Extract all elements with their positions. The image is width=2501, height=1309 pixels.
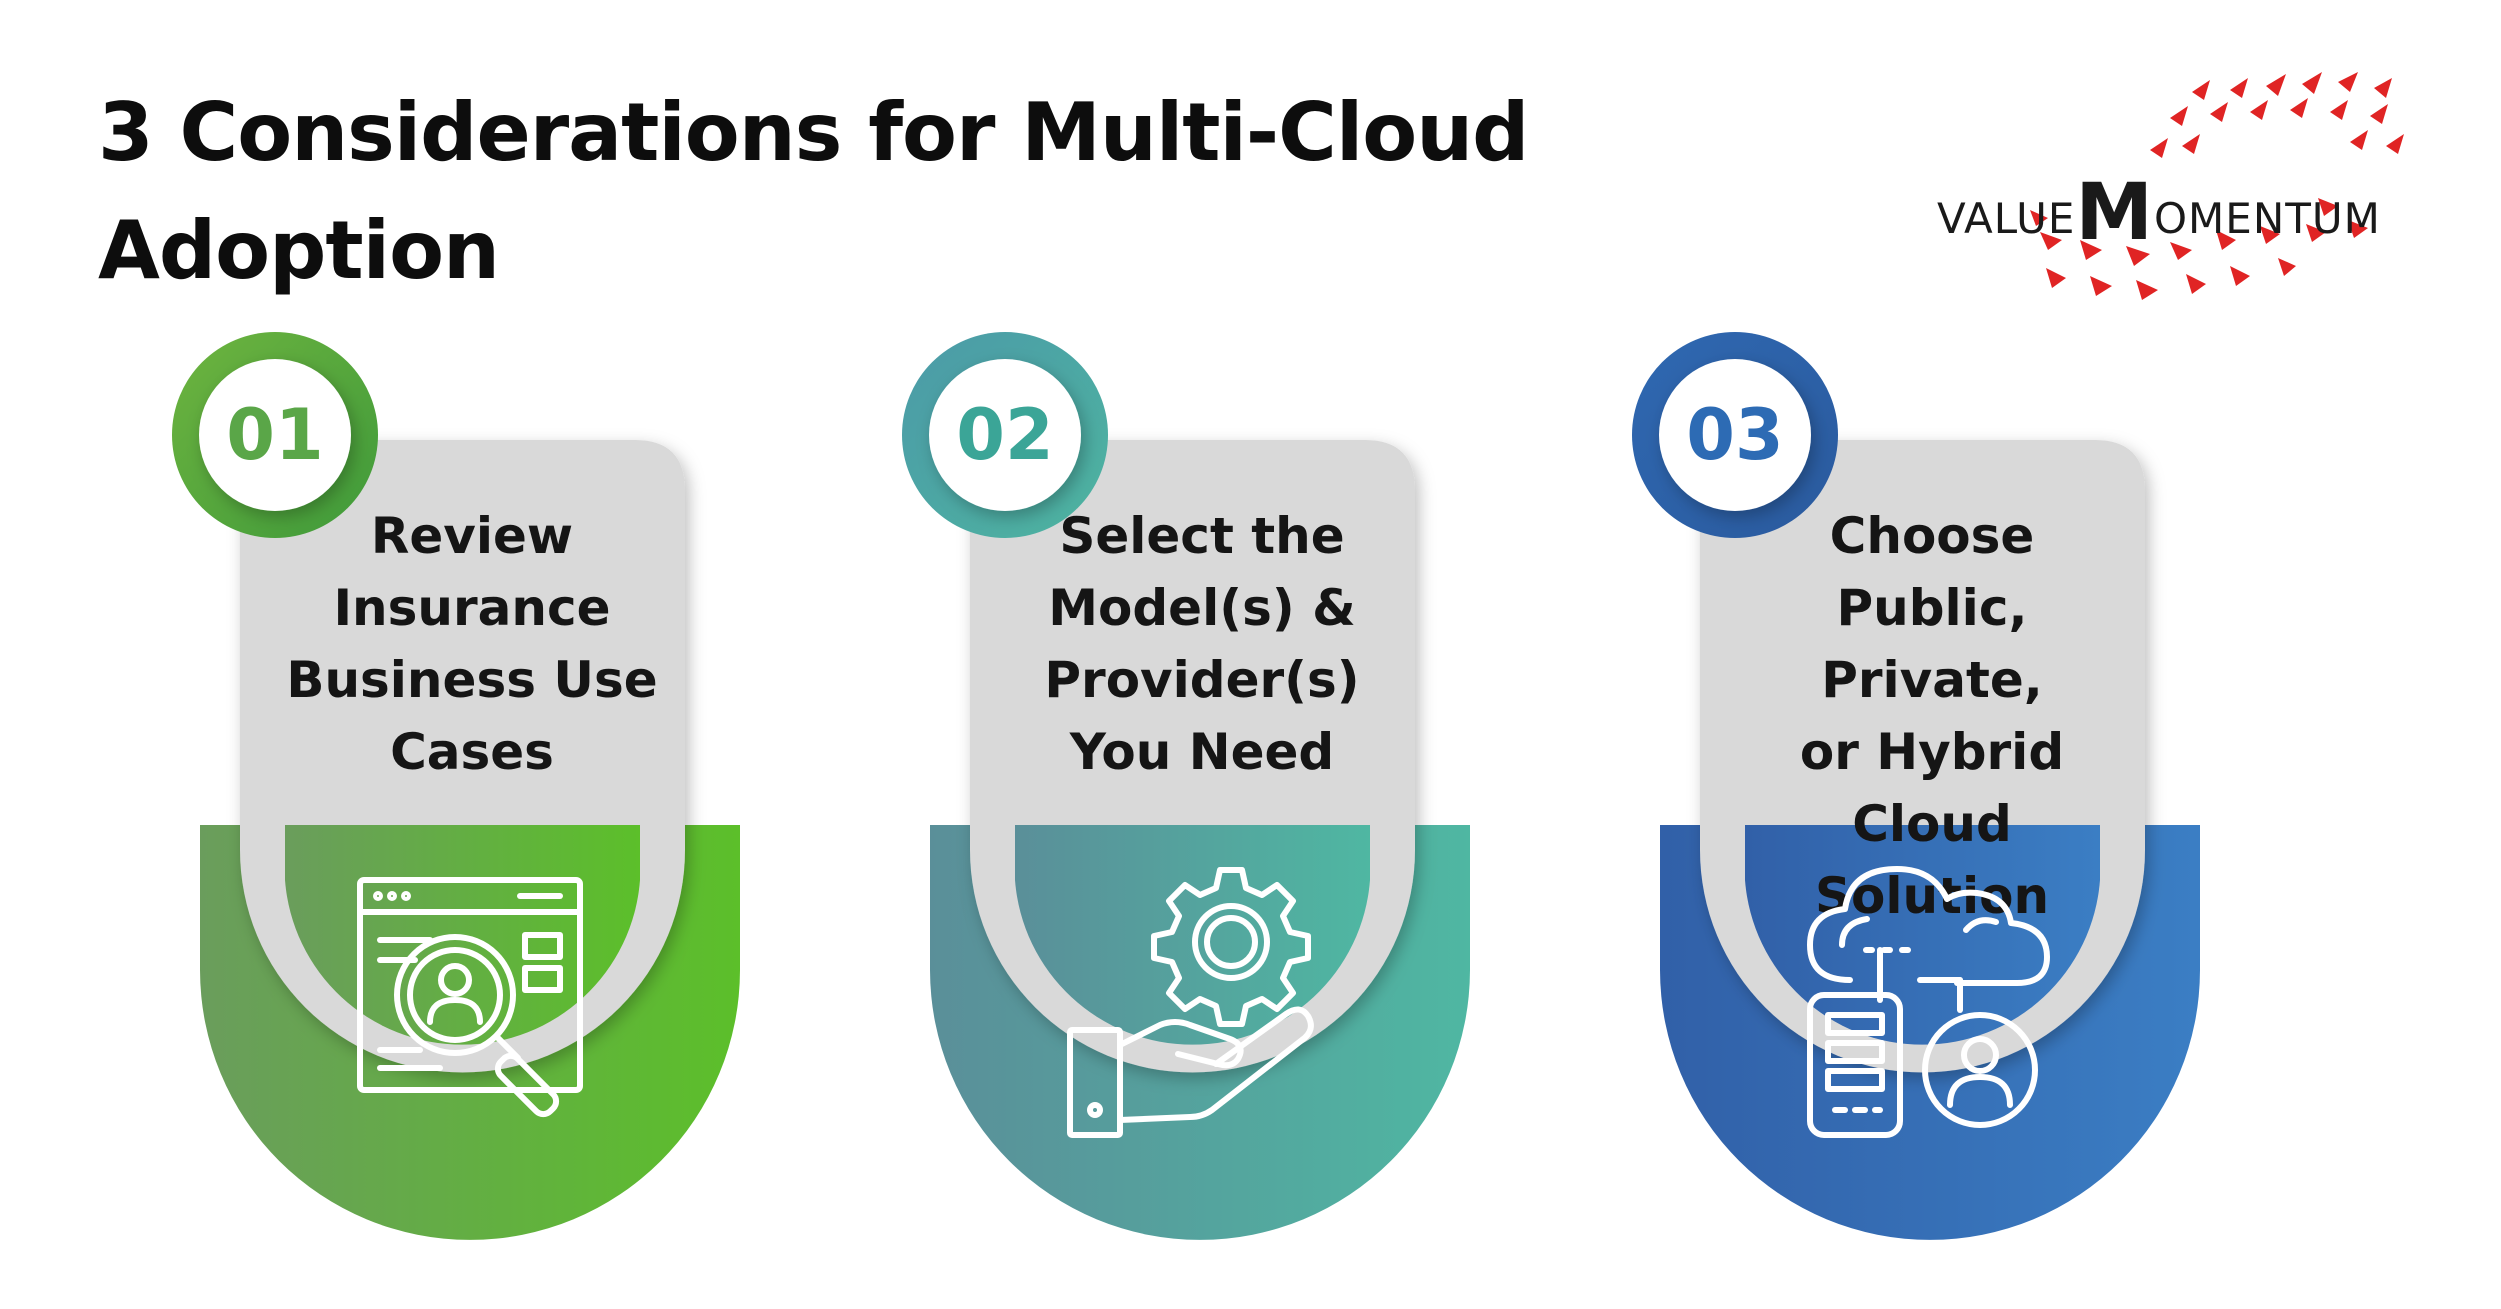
step-number: 01	[226, 394, 324, 476]
logo-letter-m: M	[2075, 168, 2154, 258]
step-number: 02	[956, 394, 1054, 476]
logo-word-omentum: OMENTUM	[2154, 194, 2381, 243]
page-title: 3 Considerations for Multi-Cloud Adoptio…	[98, 86, 1529, 297]
number-disc	[199, 359, 351, 511]
number-disc	[929, 359, 1081, 511]
step-card-3: 03 Choose Public, Private, or Hybrid Clo…	[1600, 330, 2260, 1290]
logo-wordmark: VALUEMOMENTUM	[1937, 168, 2381, 258]
valuemomentum-logo	[2030, 72, 2404, 300]
step-card-shape	[1632, 332, 2200, 1240]
step-card-shape	[902, 332, 1470, 1240]
step-text: Review Insurance Business Use Cases	[286, 507, 658, 781]
step-text: Select the Model(s) & Provider(s) You Ne…	[1044, 507, 1360, 781]
hand-gear-icon	[1067, 867, 1314, 1138]
number-disc	[1659, 359, 1811, 511]
cloud-server-user-icon	[1807, 866, 2050, 1138]
step-number: 03	[1686, 394, 1784, 476]
logo-triangles	[2030, 72, 2404, 300]
inner-arc	[1015, 825, 1370, 1045]
step-card-2: 02 Select the Model(s) & Provider(s) You…	[870, 330, 1530, 1290]
logo-word-value: VALUE	[1937, 194, 2076, 243]
search-user-browser-icon	[357, 877, 583, 1118]
step-card-1: 01 Review Insurance Business Use Cases	[140, 330, 800, 1290]
inner-arc	[1745, 825, 2100, 1045]
step-text: Choose Public, Private, or Hybrid Cloud …	[1799, 507, 2065, 925]
